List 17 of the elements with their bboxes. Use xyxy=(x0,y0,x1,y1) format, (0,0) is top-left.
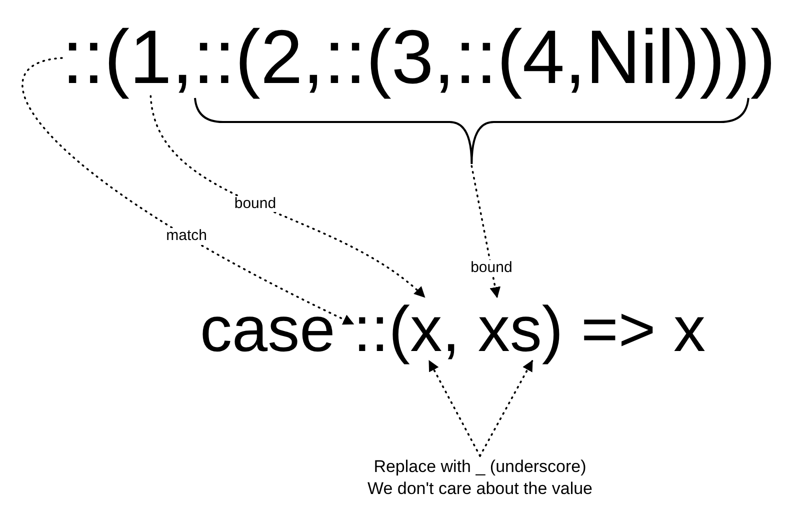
cons-operator: :: xyxy=(62,20,104,96)
edge-label: bound xyxy=(468,260,514,276)
dotted-arrow xyxy=(428,360,481,457)
dotted-arrow xyxy=(479,360,534,457)
pattern-variable: xs xyxy=(478,297,542,361)
head-value: 1 xyxy=(130,20,172,96)
note-text: Replace with _ (underscore) xyxy=(372,456,588,478)
note-text: We don't care about the value xyxy=(366,478,594,500)
cons-operator: :: xyxy=(353,297,389,361)
edge-label: bound xyxy=(232,196,278,212)
code-token: case xyxy=(200,297,336,361)
code-token: , xyxy=(172,20,193,96)
code-token: , xyxy=(442,297,460,361)
dotted-arrow xyxy=(470,165,501,298)
dotted-arrow xyxy=(22,57,354,325)
dotted-arrow xyxy=(150,95,426,298)
pattern-variable: x xyxy=(410,297,442,361)
